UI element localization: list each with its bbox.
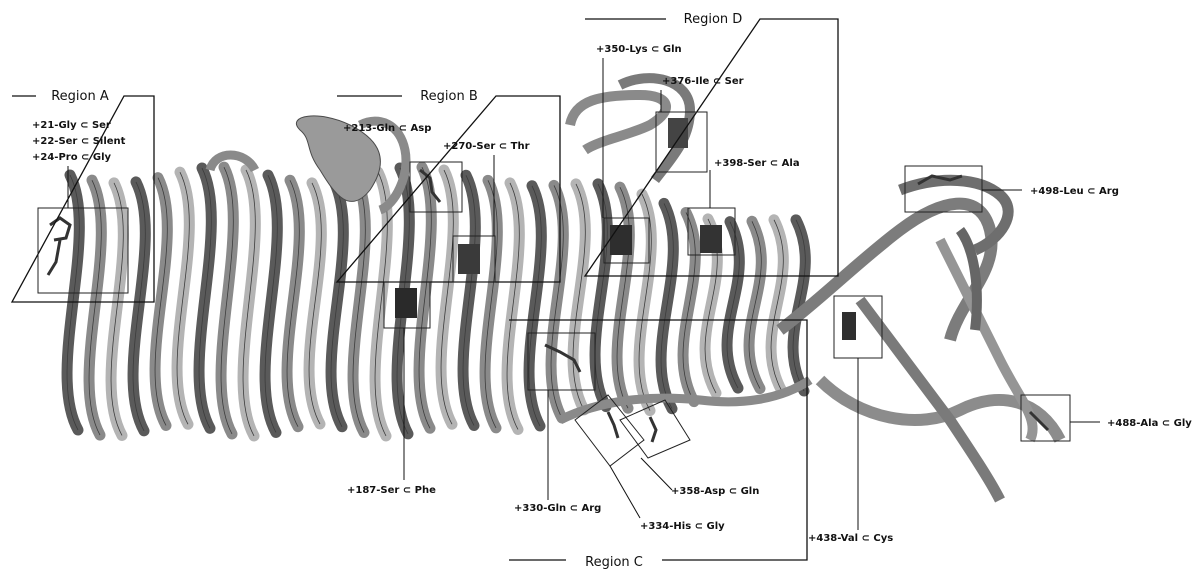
label-488-ala-gly: +488-Ala ⊂ Gly — [1107, 418, 1192, 429]
label-24-pro-gly: +24-Pro ⊂ Gly — [32, 152, 112, 163]
label-187-ser-phe: +187-Ser ⊂ Phe — [347, 485, 436, 496]
label-376-ile-ser: +376-Ile ⊂ Ser — [662, 76, 744, 87]
label-213-gln-asp: +213-Gln ⊂ Asp — [343, 123, 431, 134]
loop-region-d — [570, 95, 666, 150]
region-c-label: Region C — [585, 555, 643, 569]
label-21-gly-ser: +21-Gly ⊂ Ser — [32, 120, 111, 131]
label-334-his-gly: +334-His ⊂ Gly — [640, 521, 725, 532]
region-a-label: Region A — [51, 89, 109, 104]
label-22-ser-silent: +22-Ser ⊂ Silent — [32, 136, 126, 147]
label-330-gln-arg: +330-Gln ⊂ Arg — [514, 503, 601, 514]
label-498-leu-arg: +498-Leu ⊂ Arg — [1030, 186, 1119, 197]
region-b-label: Region B — [420, 89, 478, 104]
label-350-lys-gln: +350-Lys ⊂ Gln — [596, 44, 682, 55]
protein-ribbon — [48, 78, 1060, 500]
region-d-label: Region D — [684, 12, 743, 27]
label-398-ser-ala: +398-Ser ⊂ Ala — [714, 158, 800, 169]
label-270-ser-thr: +270-Ser ⊂ Thr — [443, 141, 530, 152]
loop-top-left — [210, 155, 255, 170]
label-438-val-cys: +438-Val ⊂ Cys — [808, 533, 893, 544]
label-358-asp-gln: +358-Asp ⊂ Gln — [671, 486, 759, 497]
